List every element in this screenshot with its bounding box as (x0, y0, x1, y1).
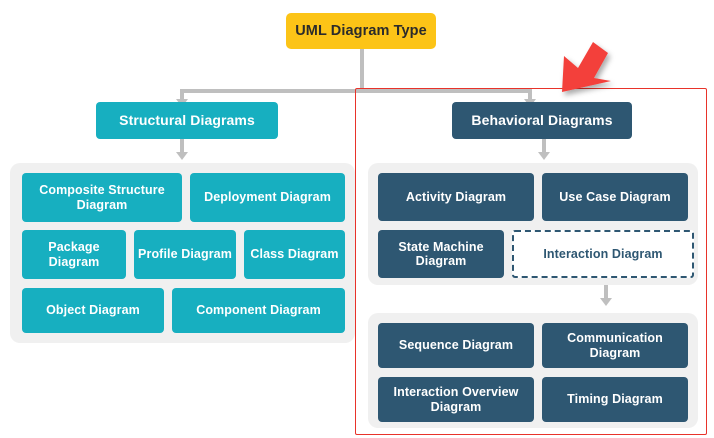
node-package-diagram[interactable]: Package Diagram (22, 230, 126, 279)
connector-behavioral-to-panel (542, 139, 546, 155)
node-label: Interaction Diagram (543, 246, 663, 261)
arrow-structural-panel (176, 152, 188, 160)
node-communication-diagram[interactable]: Communication Diagram (542, 323, 688, 368)
node-uml-diagram-type[interactable]: UML Diagram Type (286, 13, 436, 49)
connector-interaction-to-subgroup (604, 279, 608, 301)
connector-root-bar (180, 89, 530, 93)
node-label: Package Diagram (48, 240, 100, 269)
node-label: Interaction Overview Diagram (393, 385, 519, 414)
node-label: Structural Diagrams (119, 112, 255, 129)
node-composite-structure-diagram[interactable]: Composite Structure Diagram (22, 173, 182, 222)
node-label: Deployment Diagram (204, 190, 331, 205)
node-label: Class Diagram (250, 247, 339, 262)
node-label: Activity Diagram (405, 189, 507, 204)
node-label: UML Diagram Type (295, 22, 427, 39)
node-label: Profile Diagram (138, 247, 232, 262)
connector-structural-to-panel (180, 139, 184, 155)
node-label: Object Diagram (46, 303, 140, 318)
node-interaction-overview-diagram[interactable]: Interaction Overview Diagram (378, 377, 534, 422)
node-class-diagram[interactable]: Class Diagram (244, 230, 345, 279)
node-use-case-diagram[interactable]: Use Case Diagram (542, 173, 688, 221)
node-label: Communication Diagram (567, 331, 663, 360)
node-state-machine-diagram[interactable]: State Machine Diagram (378, 230, 504, 278)
node-behavioral-diagrams[interactable]: Behavioral Diagrams (452, 102, 632, 139)
node-activity-diagram[interactable]: Activity Diagram (378, 173, 534, 221)
node-sequence-diagram[interactable]: Sequence Diagram (378, 323, 534, 368)
node-label: Composite Structure Diagram (39, 183, 165, 212)
node-label: Timing Diagram (567, 392, 663, 407)
node-label: Sequence Diagram (398, 338, 514, 353)
node-timing-diagram[interactable]: Timing Diagram (542, 377, 688, 422)
node-object-diagram[interactable]: Object Diagram (22, 288, 164, 333)
node-component-diagram[interactable]: Component Diagram (172, 288, 345, 333)
arrow-behavioral-panel (538, 152, 550, 160)
node-interaction-diagram[interactable]: Interaction Diagram (512, 230, 694, 278)
node-label: Use Case Diagram (559, 189, 671, 204)
red-arrow-pointer-icon (562, 42, 611, 92)
arrow-interaction-subgroup (600, 298, 612, 306)
node-structural-diagrams[interactable]: Structural Diagrams (96, 102, 278, 139)
node-profile-diagram[interactable]: Profile Diagram (134, 230, 236, 279)
connector-structural-drop (180, 89, 184, 102)
node-label: Behavioral Diagrams (471, 112, 613, 129)
node-label: State Machine Diagram (398, 239, 484, 268)
node-deployment-diagram[interactable]: Deployment Diagram (190, 173, 345, 222)
connector-behavioral-drop (528, 89, 532, 102)
node-label: Component Diagram (196, 303, 321, 318)
connector-root-stem (360, 49, 364, 91)
